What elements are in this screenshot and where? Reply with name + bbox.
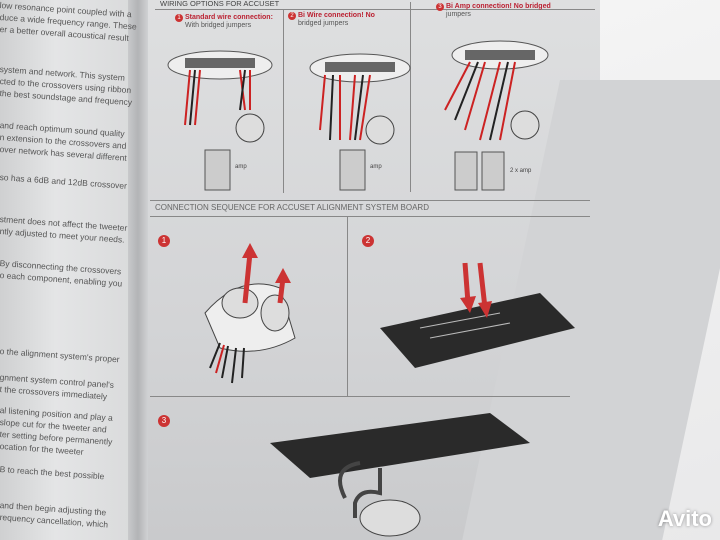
step-1-badge: 1 [158, 230, 172, 248]
avito-watermark: Avito [657, 506, 712, 531]
left-page-text-column [0, 0, 138, 540]
step-number-badge: 3 [436, 3, 444, 11]
amp-label: 2 x amp [510, 168, 532, 174]
divider [410, 2, 411, 192]
wiring-section-title: WIRING OPTIONS FOR ACCUSET [160, 0, 280, 8]
divider [150, 216, 590, 217]
wiring-diagram-2: amp [309, 53, 411, 191]
option-subtitle: With bridged jumpers [185, 22, 252, 29]
option-subtitle: bridged jumpers [298, 20, 349, 27]
step-number-badge: 1 [175, 14, 183, 22]
step-number-badge: 2 [288, 12, 296, 20]
step-2-diagram [380, 262, 575, 368]
page-fold-shadow [128, 0, 148, 540]
wiring-diagram-1: amp [167, 50, 273, 191]
divider [150, 396, 570, 397]
step-2-badge: 2 [362, 230, 376, 248]
option-title: Bi Wire connection! No [298, 12, 375, 19]
step-1-diagram [204, 243, 296, 384]
divider [155, 9, 595, 10]
step-3-badge: 3 [158, 410, 172, 428]
step-3-diagram [270, 413, 530, 537]
sequence-diagrams [204, 243, 575, 537]
sequence-title: CONNECTION SEQUENCE FOR ACCUSET ALIGNMEN… [155, 203, 429, 212]
divider [283, 9, 284, 193]
option-title: Bi Amp connection! No bridged [446, 3, 551, 10]
divider [347, 216, 348, 396]
option-title: Standard wire connection: [185, 14, 273, 21]
option-subtitle: jumpers [446, 11, 471, 18]
wiring-diagrams: amp amp 2 x amp [167, 40, 549, 191]
divider [150, 200, 590, 201]
amp-label: amp [370, 164, 382, 170]
wiring-diagram-3: 2 x amp [444, 40, 549, 191]
amp-label: amp [235, 164, 247, 170]
